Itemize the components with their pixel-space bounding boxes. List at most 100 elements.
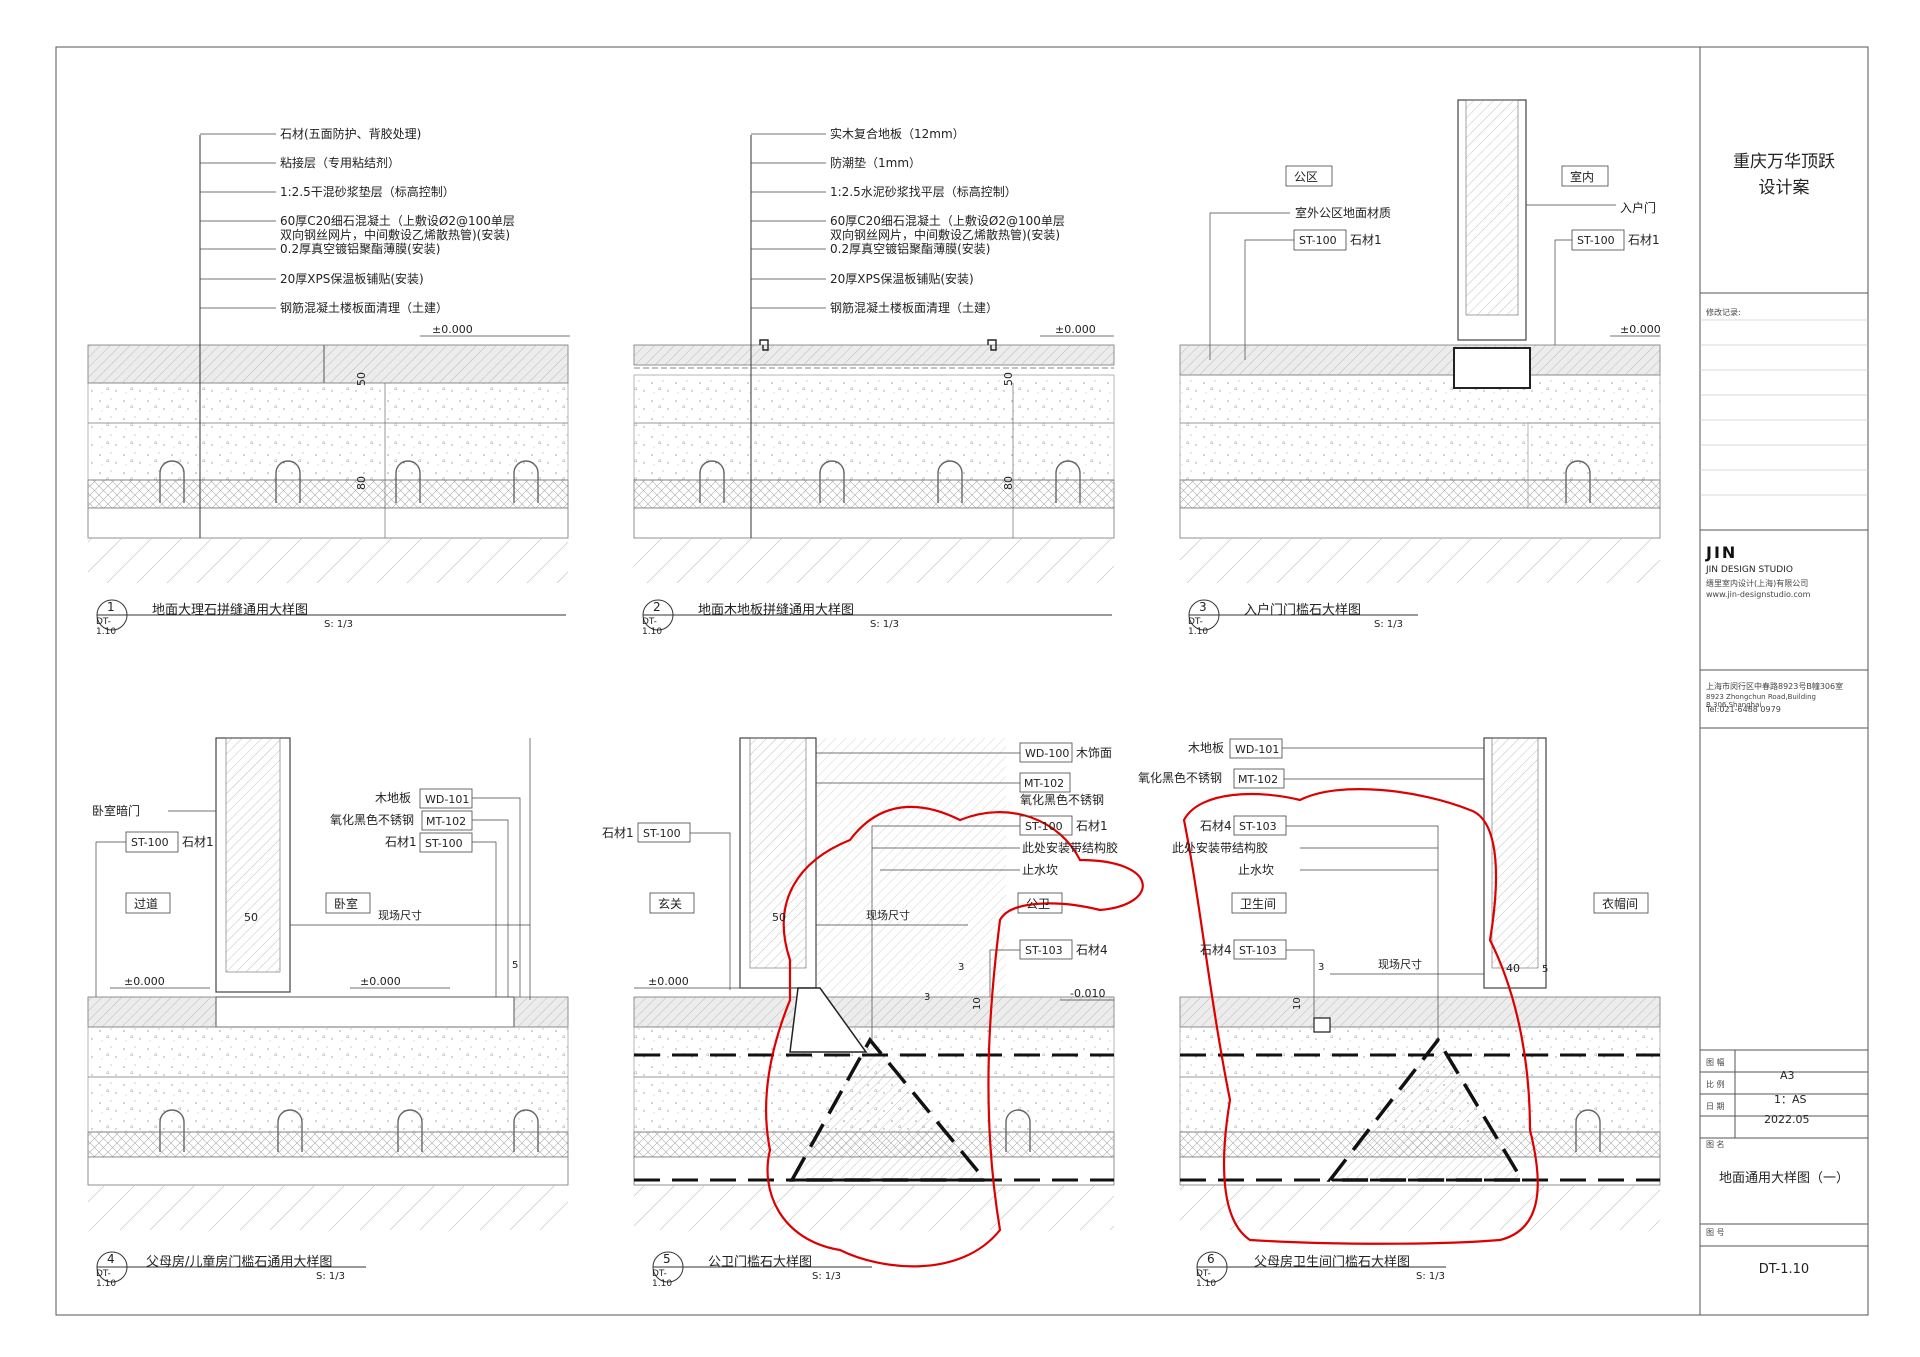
- detail-3-ref: DT-1.10: [1188, 617, 1209, 637]
- scale-value: 1：AS: [1774, 1093, 1807, 1106]
- d3-tag-left: ST-100: [1299, 234, 1337, 247]
- date-label: 日 期: [1706, 1102, 1725, 1111]
- d3-mat-right: 石材1: [1628, 233, 1660, 247]
- telephone: Tel:021-6488 0979: [1706, 705, 1781, 714]
- address-en: 8923 Zhongchun Road,Building B,306,Shang…: [1706, 693, 1817, 709]
- d5-tag-st100: ST-100: [1025, 820, 1063, 833]
- d5-tag-st100-left: ST-100: [643, 827, 681, 840]
- d1-note-7: 20厚XPS保温板铺贴(安装): [280, 271, 424, 286]
- detail-3-scale: S: 1/3: [1374, 619, 1403, 630]
- d3-public-mat: 室外公区地面材质: [1295, 205, 1391, 220]
- d1-note-6: 0.2厚真空镀铝聚酯薄膜(安装): [280, 241, 440, 256]
- drawing-name: 地面通用大样图（一）: [1718, 1171, 1849, 1186]
- d5-level-b: -0.010: [1070, 987, 1105, 1000]
- revision-label: 修改记录:: [1706, 308, 1741, 317]
- d4-zone-bedroom: 卧室: [334, 896, 358, 911]
- d4-wood-label: 木地板: [375, 791, 411, 805]
- detail-4-number: 4: [107, 1252, 115, 1266]
- d6-dim-5: 5: [1542, 964, 1548, 975]
- d4-level-a: ±0.000: [124, 975, 165, 988]
- d1-leaders: [200, 133, 570, 337]
- detail-2-notes: 实木复合地板（12mm） 防潮垫（1mm） 1:2.5水泥砂浆找平层（标高控制）…: [830, 126, 1096, 490]
- detail-3-title: 入户门门槛石大样图: [1244, 603, 1362, 618]
- detail-2-number: 2: [653, 600, 661, 614]
- d6-field: 现场尺寸: [1378, 957, 1422, 971]
- d2-note-1: 实木复合地板（12mm）: [830, 126, 965, 141]
- detail-3-drawing: [1179, 99, 1661, 583]
- d6-tag-mt: MT-102: [1238, 773, 1278, 786]
- d5-dim-3b: 3: [924, 992, 930, 1003]
- studio-web: www.jin-designstudio.com: [1706, 590, 1811, 599]
- d6-curb: 止水坎: [1238, 863, 1274, 877]
- sheet-frame: [55, 46, 1869, 1316]
- detail-5-number: 5: [663, 1252, 671, 1266]
- detail-1-notes: 石材(五面防护、背胶处理) 粘接层（专用粘结剂） 1:2.5干混砂浆垫层（标高控…: [280, 126, 515, 490]
- d5-level-a: ±0.000: [648, 975, 689, 988]
- detail-6-ref: DT-1.10: [1196, 1269, 1217, 1289]
- d6-tag-wd: WD-101: [1235, 743, 1279, 756]
- d5-dim-50: 50: [772, 911, 786, 924]
- d1-note-2: 粘接层（专用粘结剂）: [280, 155, 400, 170]
- detail-3-number: 3: [1199, 600, 1207, 614]
- d6-glue: 此处安装带结构胶: [1172, 840, 1268, 855]
- d4-dim-50: 50: [244, 911, 258, 924]
- studio-name: JIN DESIGN STUDIO: [1706, 565, 1793, 575]
- d2-leaders: [751, 133, 1114, 337]
- d2-dim-50: 50: [1002, 372, 1015, 386]
- detail-6-title: 父母房卫生间门槛石大样图: [1254, 1255, 1411, 1270]
- detail-4-scale: S: 1/3: [316, 1271, 345, 1282]
- d1-dim-80: 80: [355, 476, 368, 490]
- size-value: A3: [1780, 1069, 1795, 1082]
- detail-5-scale: S: 1/3: [812, 1271, 841, 1282]
- d4-tag-st2: ST-100: [425, 837, 463, 850]
- d1-note-5: 双向钢丝网片，中间敷设乙烯散热管)(安装): [280, 227, 510, 242]
- d2-note-6: 0.2厚真空镀铝聚酯薄膜(安装): [830, 241, 990, 256]
- d3-level: ±0.000: [1620, 323, 1661, 336]
- detail-2-scale: S: 1/3: [870, 619, 899, 630]
- d1-dim-50: 50: [355, 372, 368, 386]
- d4-leaders: [95, 797, 530, 997]
- detail-5-ref: DT-1.10: [652, 1269, 673, 1289]
- drawing-number: DT-1.10: [1758, 1262, 1810, 1277]
- d2-note-3: 1:2.5水泥砂浆找平层（标高控制）: [830, 184, 1017, 199]
- d4-door: 卧室暗门: [92, 803, 140, 818]
- d3-zone-public: 公区: [1294, 170, 1318, 184]
- d5-field: 现场尺寸: [866, 908, 910, 922]
- d1-level: ±0.000: [432, 323, 473, 336]
- d4-tag-wd: WD-101: [425, 793, 469, 806]
- number-label: 图 号: [1706, 1228, 1725, 1237]
- detail-6-notes: 木地板 WD-101 氧化黑色不锈钢 MT-102 石材4 ST-103 此处安…: [1138, 738, 1649, 1010]
- detail-4-drawing: [87, 737, 569, 1230]
- d5-dim-10: 10: [972, 997, 983, 1010]
- project-title-line1: 重庆万华顶跃: [1733, 152, 1835, 172]
- address-cn: 上海市闵行区中春路8923号B幢306室: [1706, 682, 1844, 691]
- d6-leaders: [1282, 747, 1484, 1040]
- detail-2-title: 地面木地板拼缝通用大样图: [698, 603, 855, 618]
- d3-door: 入户门: [1620, 200, 1656, 215]
- detail-4-ref: DT-1.10: [96, 1269, 117, 1289]
- d3-leaders: [1209, 204, 1660, 360]
- scale-label: 比 例: [1706, 1080, 1725, 1089]
- d1-note-1: 石材(五面防护、背胶处理): [280, 126, 421, 141]
- d2-note-7: 20厚XPS保温板铺贴(安装): [830, 271, 974, 286]
- d5-glue: 此处安装带结构胶: [1022, 840, 1118, 855]
- d6-tag-st103-b: ST-103: [1239, 944, 1277, 957]
- d6-dim-40: 40: [1506, 962, 1520, 975]
- d2-note-8: 钢筋混凝土楼板面清理（土建）: [830, 300, 998, 315]
- date-value: 2022.05: [1764, 1113, 1810, 1126]
- d4-steel-label: 氧化黑色不锈钢: [330, 813, 414, 827]
- d4-zone-corridor: 过道: [134, 897, 158, 911]
- studio-logo: JIN: [1706, 543, 1738, 562]
- detail-6-drawing: [1179, 737, 1661, 1245]
- d5-tag-mt: MT-102: [1024, 777, 1064, 790]
- detail-3-notes: 公区 室内 入户门 室外公区地面材质 ST-100 石材1 ST-100 石材1…: [1285, 165, 1661, 336]
- d5-leaders: [634, 752, 1114, 1040]
- d2-note-5: 双向钢丝网片，中间敷设乙烯散热管)(安装): [830, 227, 1060, 242]
- d1-note-4: 60厚C20细石混凝土（上敷设Ø2@100单层: [280, 213, 515, 228]
- project-title-line2: 设计案: [1758, 178, 1810, 198]
- d6-zone-closet: 衣帽间: [1602, 896, 1638, 911]
- d4-dim-5: 5: [512, 960, 518, 971]
- d4-level-b: ±0.000: [360, 975, 401, 988]
- d2-dim-80: 80: [1002, 476, 1015, 490]
- d6-dim-10: 10: [1292, 997, 1303, 1010]
